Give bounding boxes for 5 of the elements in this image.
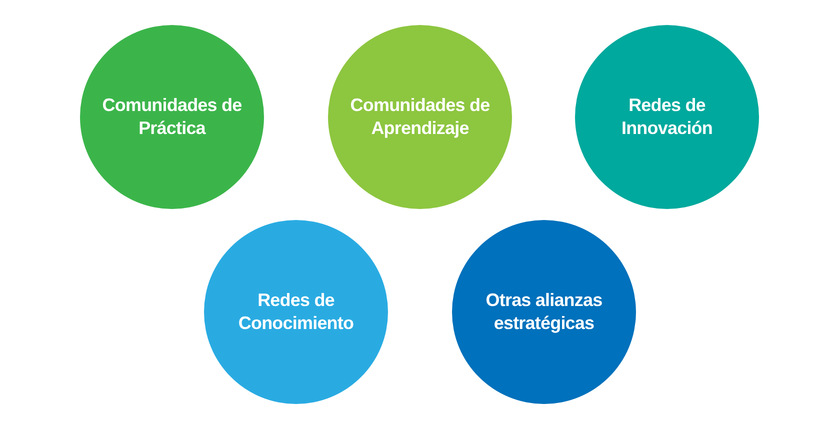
node-label: Redes de Conocimiento <box>237 289 355 335</box>
node-label: Otras alianzas estratégicas <box>484 289 604 335</box>
node-label: Redes de Innovación <box>620 94 714 140</box>
node-label: Comunidades de Aprendizaje <box>349 94 491 140</box>
node-label: Comunidades de Práctica <box>101 94 243 140</box>
